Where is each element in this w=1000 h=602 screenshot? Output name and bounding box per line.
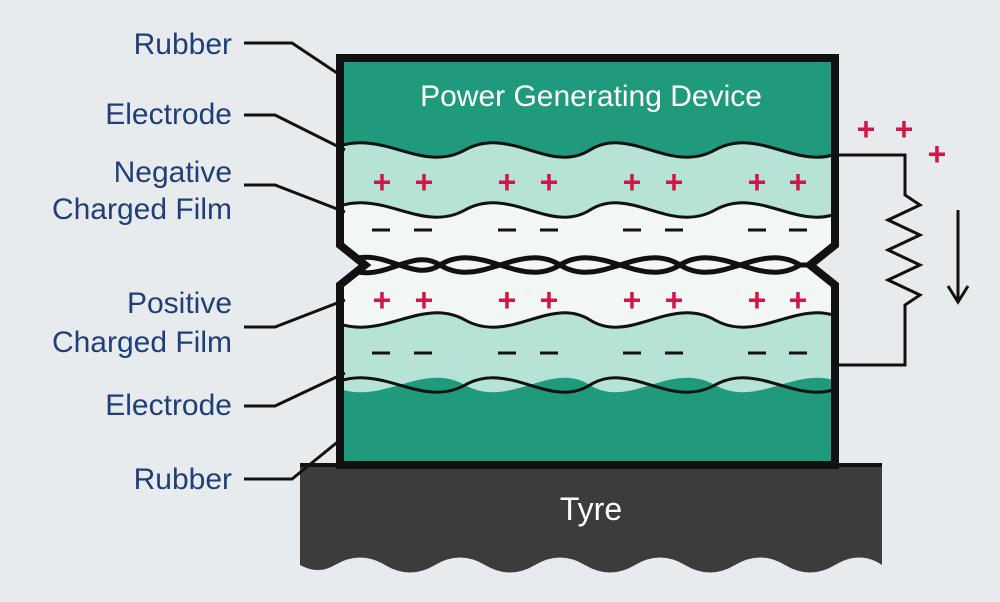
device-layers [340,58,835,465]
device-outline [336,54,839,469]
leader-positive-film [244,298,346,329]
plus-sign: + [373,282,392,318]
plus-sign: + [373,164,392,200]
lower-positive-charges: + + + + + + + + [373,282,808,318]
plus-sign: + [748,164,767,200]
label-rubber-top: Rubber [134,28,232,61]
circuit-wire [835,153,924,367]
label-negative-film-line2: Charged Film [52,193,232,226]
plus-sign: + [623,164,642,200]
plus-sign: + [415,164,434,200]
plus-sign: + [540,164,559,200]
label-electrode-top: Electrode [105,98,232,131]
label-rubber-bottom: Rubber [134,463,232,496]
positive-film-strand [340,255,835,276]
leader-negative-film [244,183,346,214]
label-positive-film-line2: Charged Film [52,326,232,359]
label-electrode-bottom: Electrode [105,389,232,422]
plus-sign: + [665,282,684,318]
circuit-positive-charges: + + + [857,111,947,172]
tyre-body [300,465,882,573]
plus-sign: + [415,282,434,318]
plus-sign: + [540,282,559,318]
plus-sign: + [665,164,684,200]
upper-electrode-bottom-edge [340,201,835,219]
leader-rubber-bottom [244,438,341,481]
plus-sign: + [498,282,517,318]
plus-sign: + [498,164,517,200]
label-negative-film-line1: Negative [114,156,232,189]
negative-film-layer [340,202,835,265]
upper-positive-charges: + + + + + + + + [373,164,808,200]
plus-sign: + [895,111,914,147]
leader-rubber-top [244,41,341,77]
lower-electrode-layer [340,312,835,393]
plus-sign: + [789,164,808,200]
plus-sign: + [789,282,808,318]
layer-labels: Rubber Electrode Negative Charged Film P… [52,28,346,496]
leader-electrode-top [244,113,346,152]
tyre-label: Tyre [560,491,622,527]
lower-electrode-bottom-edge [340,376,835,394]
upper-electrode-layer [340,142,835,218]
device-title: Power Generating Device [420,80,762,113]
leader-electrode-bottom [244,371,346,408]
positive-film-layer [340,265,835,328]
upper-electrode-top-edge [340,141,835,159]
plus-sign: + [748,282,767,318]
plus-sign: + [928,136,947,172]
lower-electrode-top-edge [340,311,835,329]
plus-sign: + [623,282,642,318]
plus-sign: + [857,111,876,147]
current-arrow-icon [946,210,970,305]
label-positive-film-line1: Positive [127,287,232,320]
